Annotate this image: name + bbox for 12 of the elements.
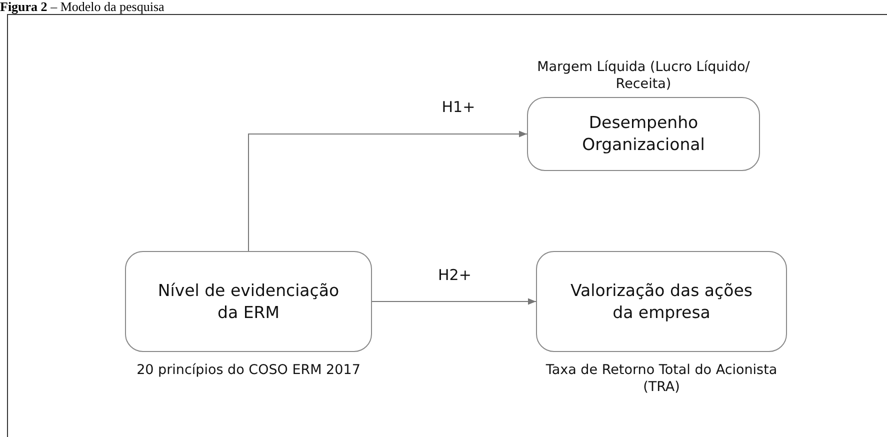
arrow — [372, 298, 536, 305]
node-note: 20 princípios do COSO ERM 2017 — [136, 362, 362, 379]
rounded-box — [536, 251, 787, 352]
node-note: Margem Líquida (Lucro Líquido/ Receita) — [536, 59, 751, 93]
rounded-box — [527, 97, 760, 171]
node-text: Desempenho Organizacional — [581, 112, 706, 156]
node-text: Nível de evidenciação da ERM — [156, 280, 340, 324]
node-note: Taxa de Retorno Total do Acionista (TRA) — [544, 362, 778, 396]
rounded-box — [125, 251, 372, 352]
arrow — [248, 130, 528, 252]
node-text: Valorização das ações da empresa — [570, 280, 754, 324]
figure-title: Figura 2 – Modelo da pesquisa — [0, 0, 164, 13]
